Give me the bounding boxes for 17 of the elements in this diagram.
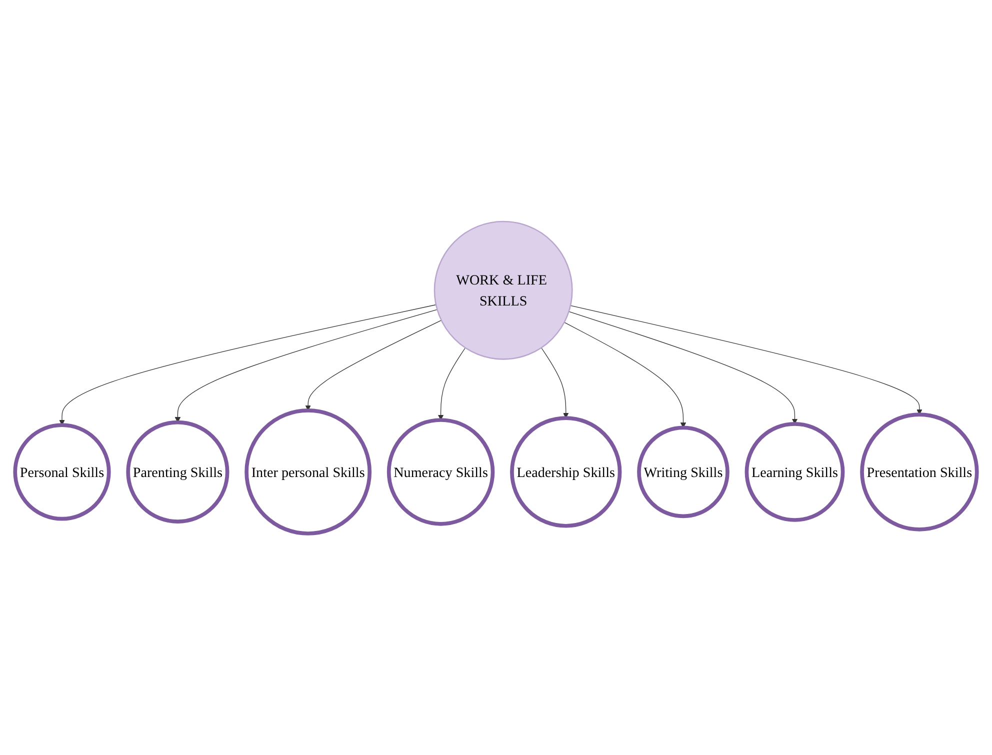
arrow [305,320,442,411]
node-circle: Inter personal Skills [244,408,372,536]
arrow [174,309,438,423]
node-circle: WORK & LIFE SKILLS [434,220,573,360]
node-circle: Parenting Skills [126,420,230,524]
node-circle: Numeracy Skills [386,418,495,526]
node-circle: Leadership Skills [510,416,622,528]
arrow [568,311,798,424]
node-circle: Personal Skills [13,423,111,521]
arrow [564,322,686,428]
node-circle: Learning Skills [744,422,845,522]
node-circle: Presentation Skills [860,412,979,532]
arrow [541,347,569,418]
node-circle: Writing Skills [637,426,730,518]
arrow [59,304,436,426]
arrow [438,347,466,420]
arrow [570,305,922,415]
